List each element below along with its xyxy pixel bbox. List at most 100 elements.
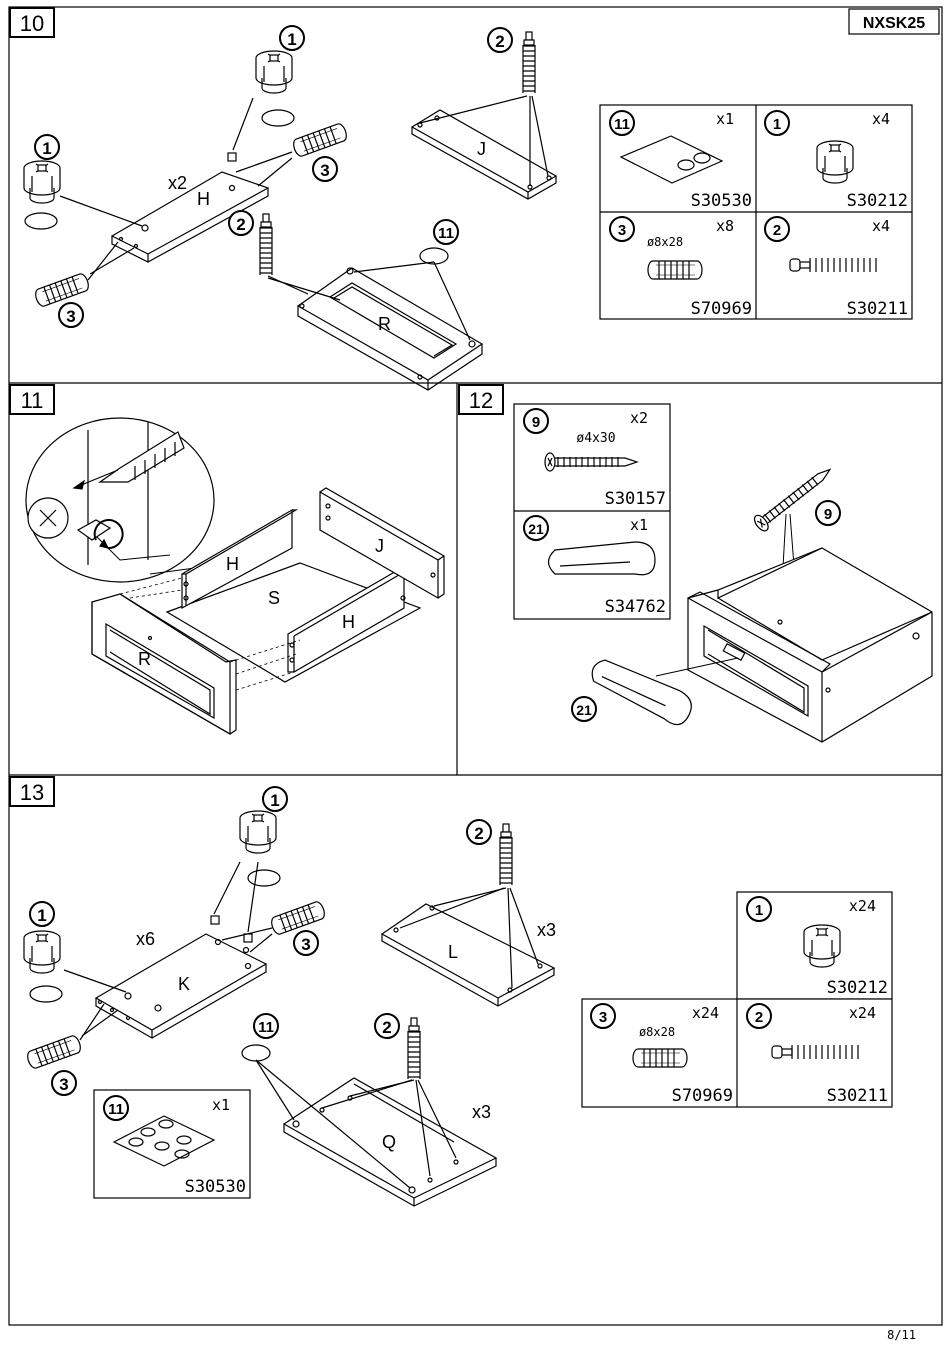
panel-label-h: H [197,189,210,209]
panel-label-l: L [448,942,458,962]
panel-label-q: Q [382,1132,396,1152]
bolt-icon [260,214,272,275]
panel-label-j: J [375,536,384,556]
dowel-icon [648,261,702,279]
part-qty: x8 [716,217,734,235]
multiplier-label: x6 [136,929,155,949]
part-number: 3 [618,222,626,239]
step-number: 12 [469,388,493,413]
callout-1: 1 [35,135,59,159]
parts-table: 11 x1 S30530 [94,1090,250,1198]
part-spec: ø4x30 [576,431,615,446]
callout-11: 11 [254,1014,278,1038]
callout-1: 1 [30,902,54,926]
multiplier-label: x3 [472,1102,491,1122]
callout-2: 2 [467,820,491,844]
panel-l [382,904,554,1006]
callout-3: 3 [313,157,337,181]
panel-label-j: J [477,139,486,159]
part-code: S34762 [605,597,666,617]
step-11: 11 [10,385,444,734]
step-10: 10 x2 H J [10,8,912,390]
step-number: 11 [21,388,44,413]
part-number: 9 [532,414,540,431]
svg-text:11: 11 [438,225,454,242]
panel-label-r: R [378,314,391,334]
part-qty: x1 [212,1096,230,1114]
finished-drawer [688,548,932,742]
panel-label-k: K [178,974,190,994]
cam-hole-icon [262,110,294,126]
svg-text:2: 2 [382,1018,391,1037]
step-13: 13 x6 K 1 1 3 3 L x3 [10,777,892,1206]
dowel-icon [292,122,349,157]
part-qty: x24 [692,1004,719,1022]
dowel-icon [270,900,327,935]
cam-lock-icon [24,931,60,973]
detail-view [26,418,214,582]
page-number: 8/11 [887,1328,916,1342]
part-qty: x4 [872,217,890,235]
part-number: 11 [108,1101,124,1118]
part-number: 3 [599,1009,607,1026]
bolt-icon [523,32,535,93]
small-cam-icon [228,153,236,161]
svg-text:9: 9 [824,506,832,523]
part-code: S30211 [827,1086,888,1106]
panel-label-s: S [268,588,280,608]
felt-pad-icon [242,1045,270,1061]
felt-pad-icon [420,248,448,264]
parts-table: 1 x24 S30212 3 x24 ø8x28 S70969 2 x24 S3… [582,892,892,1107]
cam-hole-icon [25,213,57,229]
part-code: S30212 [827,978,888,998]
panel-label-r: R [138,649,151,669]
svg-text:3: 3 [320,161,329,180]
callout-11: 11 [434,220,458,244]
panel-label-h: H [226,554,239,574]
part-number: 2 [755,1009,763,1026]
part-qty: x2 [630,409,648,427]
svg-text:3: 3 [301,935,310,954]
bolt-icon [500,824,512,885]
dowel-icon [633,1049,687,1067]
svg-text:11: 11 [258,1019,274,1036]
part-qty: x1 [716,110,734,128]
part-code: S30212 [847,191,908,211]
callout-9: 9 [816,501,840,525]
dowel-icon [26,1034,83,1069]
callout-3: 3 [59,303,83,327]
cam-hole-icon [30,986,62,1002]
step-number: 10 [20,11,44,36]
callout-1: 1 [280,26,304,50]
dowel-icon [34,272,91,307]
part-code: S30157 [605,489,666,509]
part-number: 1 [755,902,763,919]
callout-3: 3 [52,1071,76,1095]
cam-lock-icon [24,161,60,203]
part-code: S30211 [847,299,908,319]
part-number: 11 [614,116,630,133]
part-number: 21 [528,521,544,537]
part-qty: x4 [872,110,890,128]
svg-text:1: 1 [42,139,51,158]
svg-text:3: 3 [66,307,75,326]
cam-lock-icon [240,811,276,853]
parts-table: 11 x1 S30530 1 x4 S30212 3 x8 ø8x28 S709… [600,105,912,319]
cam-lock-icon [256,51,292,93]
step-12: 12 9 x2 ø4x30 S30157 21 x1 S34762 9 [459,385,932,742]
multiplier-label: x3 [537,920,556,940]
callout-2: 2 [488,28,512,52]
svg-text:2: 2 [474,824,483,843]
part-code: S30530 [691,191,752,211]
part-qty: x1 [630,516,648,534]
part-code: S70969 [691,299,752,319]
svg-text:2: 2 [236,215,245,234]
bolt-icon [408,1018,420,1079]
callout-2: 2 [229,211,253,235]
part-code: S30530 [185,1177,246,1197]
part-qty: x24 [849,897,876,915]
multiplier-label: x2 [168,173,187,193]
svg-text:21: 21 [576,702,592,718]
handle-icon [588,650,697,729]
